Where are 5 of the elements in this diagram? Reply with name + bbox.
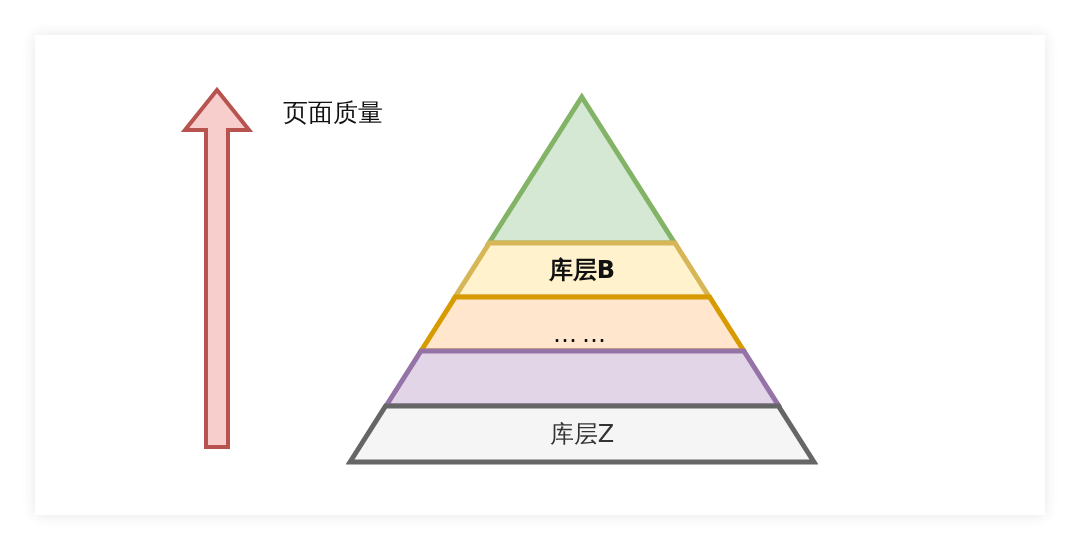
layer-label: 库层B	[548, 256, 616, 284]
axis-title: 页面质量	[283, 98, 383, 128]
ellipsis-text: ……	[553, 320, 611, 348]
pyramid-layer	[346, 402, 818, 466]
layer-label: 库层Z	[549, 420, 615, 448]
